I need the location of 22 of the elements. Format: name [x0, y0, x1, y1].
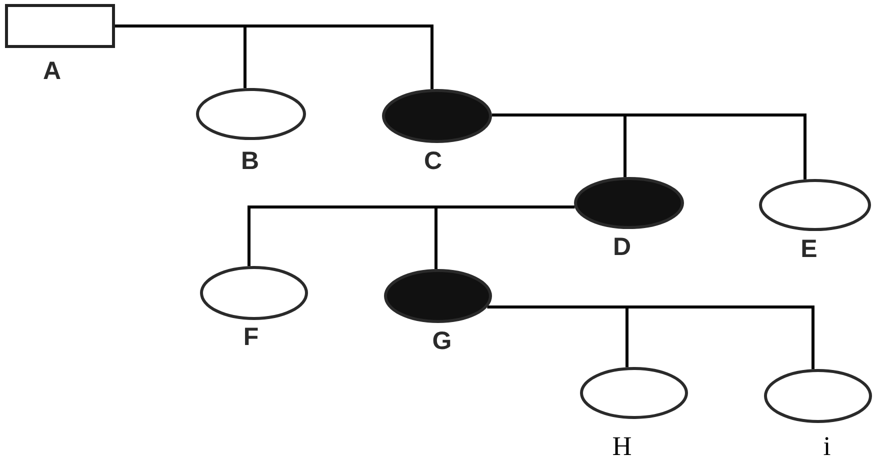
pedigree-line	[115, 24, 434, 90]
person-label: F	[243, 325, 259, 350]
person-label: D	[612, 235, 632, 260]
person-label: C	[424, 149, 442, 174]
affected-female-symbol	[574, 177, 684, 229]
person-label: A	[42, 59, 62, 84]
person-label: E	[800, 237, 818, 262]
pedigree-line	[487, 306, 814, 370]
female-symbol	[200, 266, 308, 320]
pedigree-line	[492, 114, 806, 180]
affected-female-symbol	[384, 269, 492, 323]
female-symbol	[196, 88, 306, 140]
female-symbol	[759, 179, 871, 231]
person-label: G	[432, 329, 452, 354]
person-label: i	[823, 433, 831, 460]
pedigree-line	[434, 206, 575, 270]
female-symbol	[580, 367, 688, 419]
person-label: H	[612, 433, 632, 460]
affected-female-symbol	[382, 89, 492, 143]
person-label: B	[240, 149, 260, 174]
male-symbol	[5, 4, 115, 48]
female-symbol	[764, 369, 872, 423]
